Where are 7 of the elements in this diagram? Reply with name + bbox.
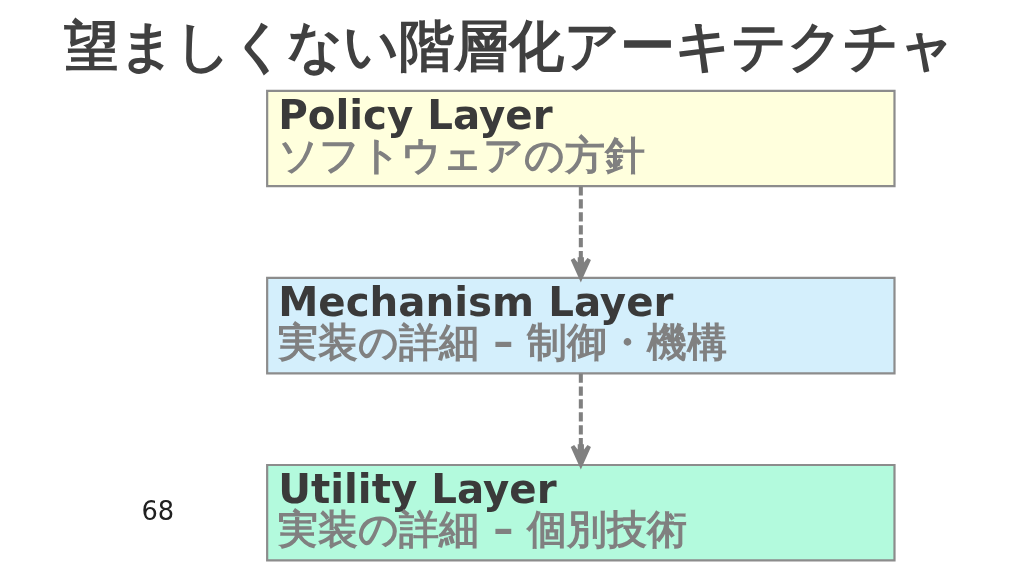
arrow <box>570 186 591 280</box>
node-box: Mechanism Layer 実装の詳細 – 制御・機構 <box>265 276 896 375</box>
node-box: Policy Layer ソフトウェアの方針 <box>265 89 896 188</box>
label: 68 <box>141 495 174 526</box>
node-box: Utility Layer 実装の詳細 – 個別技術 <box>265 463 896 562</box>
arrow <box>570 373 591 467</box>
diagram-title: 望ましくない階層化アーキテクチャ <box>63 14 955 79</box>
